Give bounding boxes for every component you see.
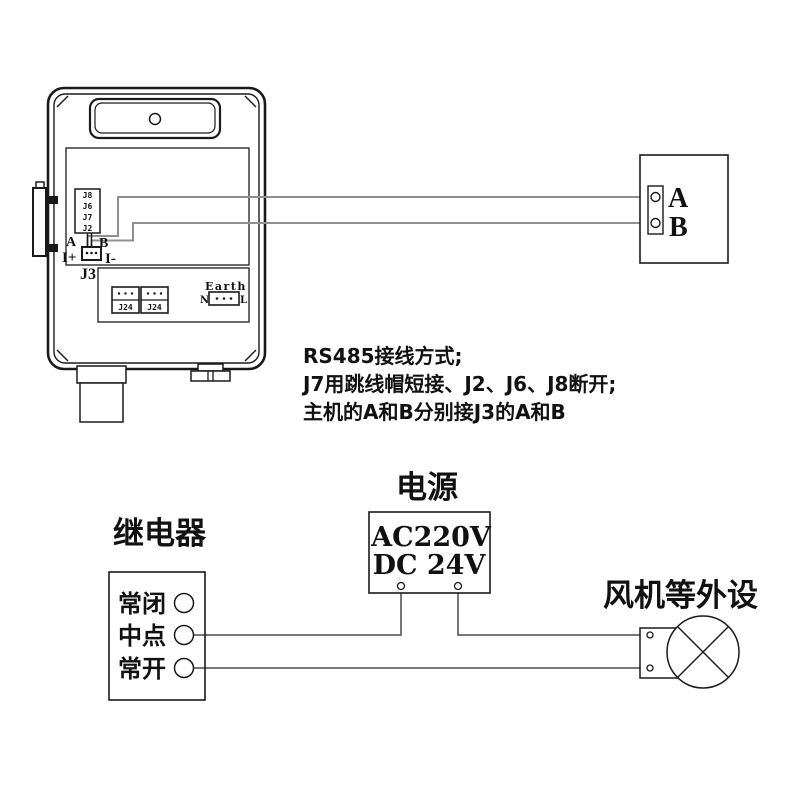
fan-terminal-bottom <box>646 664 654 672</box>
wire-power-to-fan <box>457 590 647 636</box>
relay-row-nc-label: 常闭 <box>118 590 166 618</box>
j3-pin-a-label: A <box>66 235 77 250</box>
j3-iplus-label: I+ <box>62 250 76 266</box>
power-spec-ac: AC220V <box>370 522 492 553</box>
j3-iminus-label: I- <box>105 251 116 267</box>
earth-terminal: Earth N L <box>200 280 247 306</box>
note-line-2: J7用跳线帽短接、J2、J6、J8断开; <box>301 372 616 396</box>
low-voltage-wires <box>193 590 647 669</box>
handle-screw-hole <box>148 112 162 126</box>
relay-terminal-nc <box>173 592 195 614</box>
corner-ticks <box>56 95 257 362</box>
host-ab-box: A B <box>639 154 729 264</box>
earth-l-label: L <box>240 295 247 306</box>
power-title: 电源 <box>396 470 458 506</box>
host-terminal-b <box>650 217 661 229</box>
note-line-3: 主机的A和B分别接J3的A和B <box>303 400 566 424</box>
fan-external-device: 风机等外设 <box>603 578 758 689</box>
j3-label: J3 <box>80 266 96 283</box>
handle-slot <box>88 97 222 140</box>
relay-title: 继电器 <box>113 516 207 552</box>
relay-row-no-label: 常开 <box>118 655 166 683</box>
jumper-label: J6 <box>83 202 93 211</box>
device-outer-shell <box>46 86 267 371</box>
earth-label: Earth <box>205 280 247 293</box>
relay-terminal-no <box>173 657 195 679</box>
jumper-label: J2 <box>83 224 93 233</box>
relay-terminal-com <box>173 624 195 646</box>
controller-device: J8 J6 J7 J2 A I+ B I- J3 J24 <box>32 86 655 423</box>
db9-side-connector <box>32 181 58 257</box>
power-terminal-left <box>396 581 406 591</box>
bottom-fitting <box>190 363 231 382</box>
note-line-1: RS485接线方式; <box>303 344 463 368</box>
j24-right-label: J24 <box>147 303 162 312</box>
j24-left-label: J24 <box>118 303 133 312</box>
notes: RS485接线方式; J7用跳线帽短接、J2、J6、J8断开; 主机的A和B分别… <box>301 344 616 424</box>
j3-connector: A I+ B I- J3 <box>62 233 116 283</box>
power-spec-dc: DC 24V <box>373 550 487 581</box>
power-box <box>368 511 491 594</box>
fan-title: 风机等外设 <box>603 578 758 614</box>
host-b-label: B <box>669 212 688 243</box>
j24-connector-right: J24 <box>140 286 169 314</box>
j3-pin-b-label: B <box>99 236 108 251</box>
fan-symbol-cross <box>677 626 729 678</box>
wire-b <box>90 222 655 247</box>
host-a-label: A <box>668 183 689 214</box>
relay-box <box>108 571 206 701</box>
rs485-wires <box>86 196 655 247</box>
host-terminal-a <box>650 191 661 203</box>
relay-row-com-label: 中点 <box>118 622 166 650</box>
earth-n-label: N <box>200 295 209 306</box>
panel-lower <box>97 267 250 323</box>
wire-relay-mid-to-power <box>193 590 402 636</box>
bottom-barrel-connector <box>76 365 127 423</box>
panel-upper <box>65 147 250 266</box>
power-supply: 电源 AC220V DC 24V <box>368 470 492 594</box>
j24-connector-left: J24 <box>111 286 140 314</box>
fan-terminal-top <box>646 631 654 639</box>
jumper-label: J8 <box>83 191 93 200</box>
device-inner-shell <box>53 93 260 364</box>
relay: 继电器 常闭 中点 常开 <box>108 516 207 701</box>
jumper-block: J8 J6 J7 J2 <box>74 188 101 234</box>
power-terminal-right <box>453 581 463 591</box>
jumper-label: J7 <box>83 213 93 222</box>
